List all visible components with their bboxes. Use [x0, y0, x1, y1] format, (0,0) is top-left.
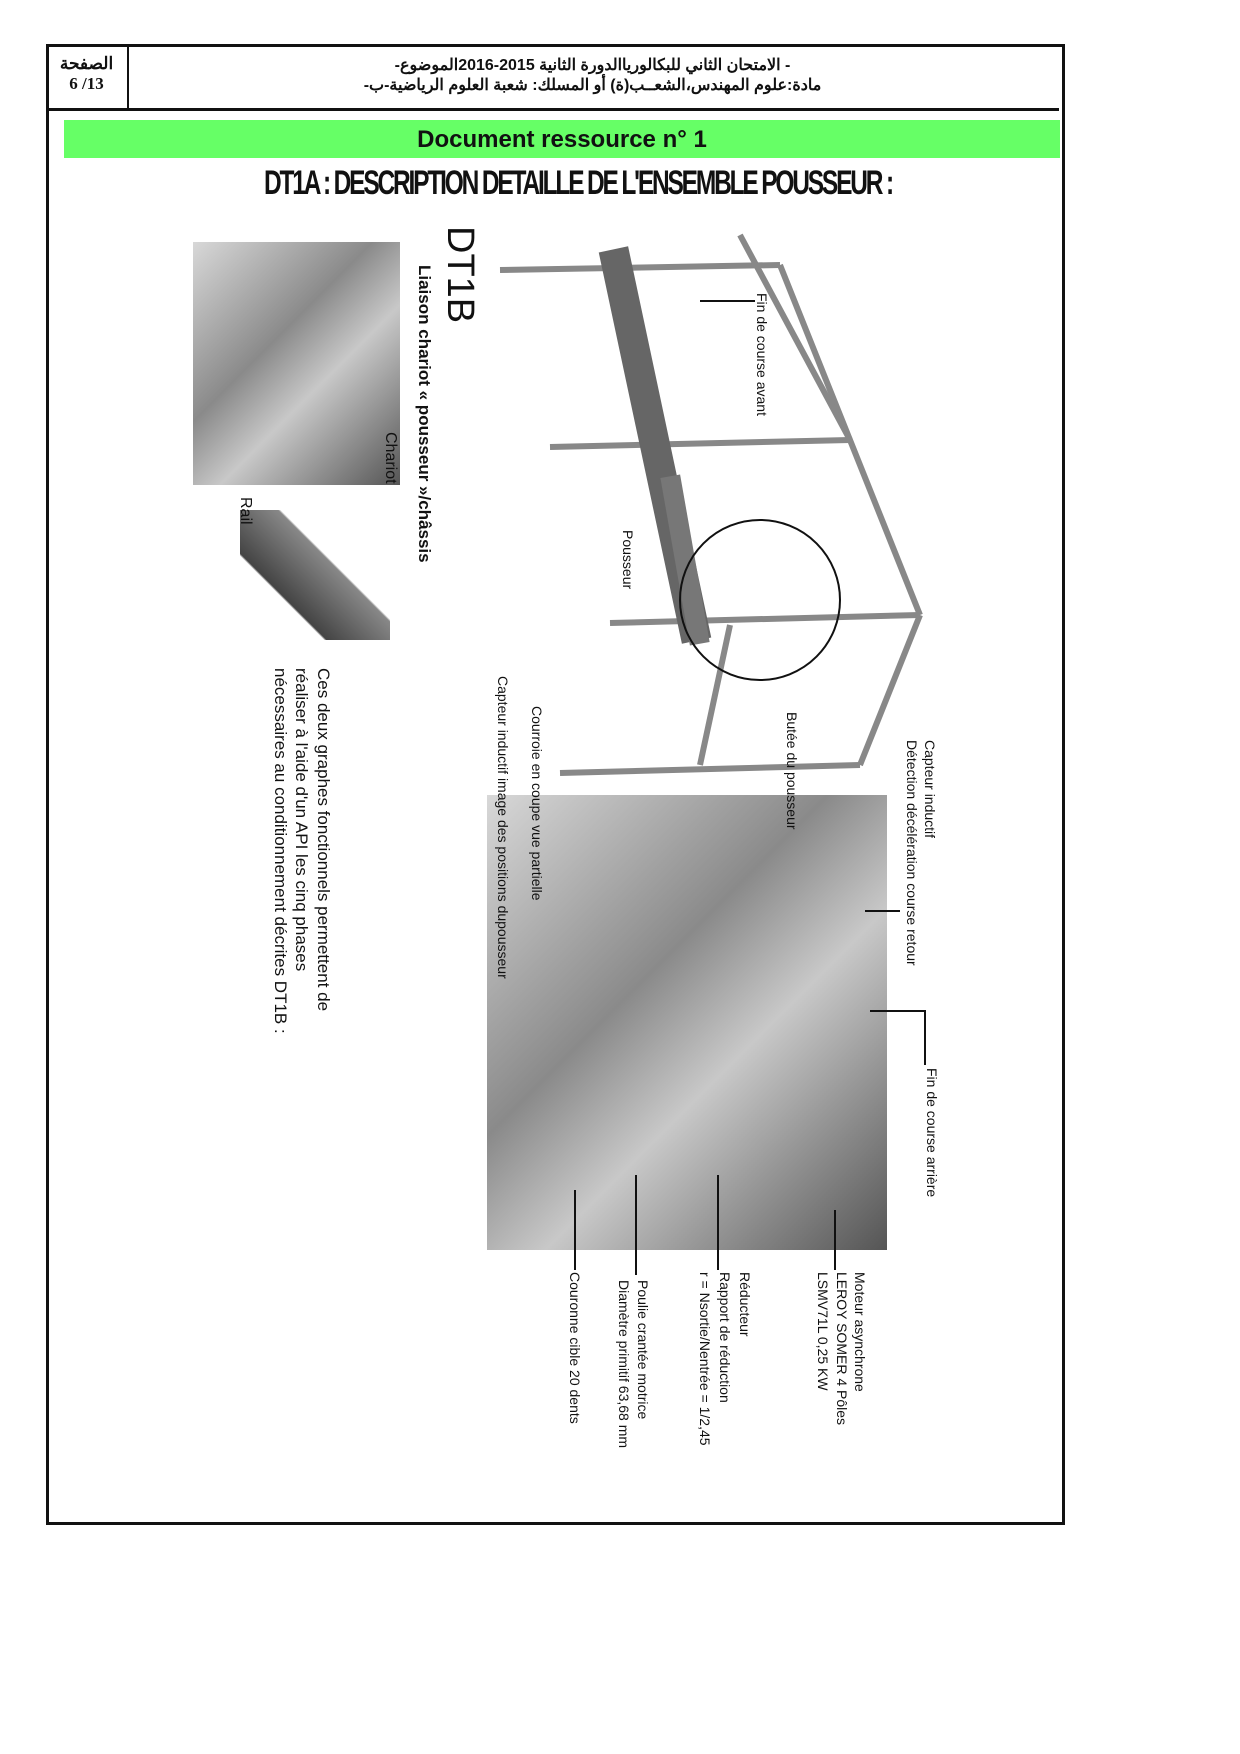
moteur-label-2: LEROY SOMER 4 Pôles: [834, 1272, 850, 1426]
moteur-label-1: Moteur asynchrone: [852, 1272, 868, 1392]
arrow: [924, 1010, 926, 1065]
dt1b-subtitle: Liaison chariot « pousseur »/châssis: [415, 265, 434, 563]
pousseur-label: Pousseur: [620, 530, 636, 590]
page-number-box: الصفحة 6 /13: [46, 44, 129, 108]
exam-line-2: مادة:علوم المهندس،الشعــب(ة) أو المسلك: …: [363, 77, 822, 94]
arrow: [700, 300, 755, 302]
banner: Document ressource n° 1: [64, 120, 1060, 158]
butee-label: Butée du pousseur: [784, 712, 800, 830]
courroie-label: Courroie en coupe vue partielle: [529, 706, 545, 901]
exam-info: - الامتحان الثاني للبكالورياالدورة الثان…: [136, 56, 1049, 96]
paragraph-line-1: Ces deux graphes fonctionnels permettent…: [314, 668, 333, 1012]
arrow: [865, 910, 900, 912]
fin-course-arriere-label: Fin de course arrière: [924, 1068, 940, 1198]
arrow: [834, 1210, 836, 1270]
detection-label: Détection décélération course retour: [904, 740, 920, 966]
page-label: الصفحة: [59, 54, 114, 73]
chariot-label: Chariot: [382, 432, 399, 484]
arrow: [635, 1175, 637, 1275]
paragraph-line-2: réaliser à l'aide d'un API les cinq phas…: [292, 668, 311, 972]
page-title: DT1A : DESCRIPTION DETAILLE DE L'ENSEMBL…: [263, 164, 894, 202]
chariot-rail-image: [193, 242, 400, 485]
pusher-frame-drawing: [499, 233, 923, 776]
chariot-section-image: [240, 510, 390, 640]
exam-line-1: - الامتحان الثاني للبكالورياالدورة الثان…: [394, 57, 791, 74]
poulie-label-2: Diamètre primitif 63,68 mm: [616, 1280, 632, 1449]
arrow: [574, 1190, 576, 1270]
reducteur-label-2: Rapport de réduction: [717, 1272, 733, 1403]
page-frame: [46, 44, 1065, 1525]
moteur-label-3: LSMV71L 0,25 KW: [815, 1272, 831, 1391]
couronne-label: Couronne cible 20 dents: [567, 1272, 583, 1424]
arrow: [870, 1010, 925, 1012]
rail-label: Rail: [237, 497, 254, 525]
fin-course-avant-label: Fin de course avant: [754, 293, 770, 416]
page-number: 6 /13: [69, 74, 104, 93]
header: الصفحة 6 /13 - الامتحان الثاني للبكالوري…: [46, 44, 1059, 111]
arrow: [717, 1175, 719, 1270]
paragraph-line-3: nécessaires au conditionnement décrites …: [271, 668, 290, 1034]
capteur-inductif-label: Capteur inductif: [922, 740, 938, 839]
poulie-label-1: Poulie crantée motrice: [635, 1280, 651, 1420]
reducteur-label-1: Réducteur: [737, 1272, 753, 1337]
dt1b-title: DT1B: [439, 226, 481, 324]
reducteur-label-3: r = Nsortie/Nentrée = 1/2,45: [697, 1272, 713, 1446]
capteur-positions-label: Capteur inductif image des positions dup…: [495, 676, 511, 979]
motor-assembly-image: [487, 795, 887, 1250]
